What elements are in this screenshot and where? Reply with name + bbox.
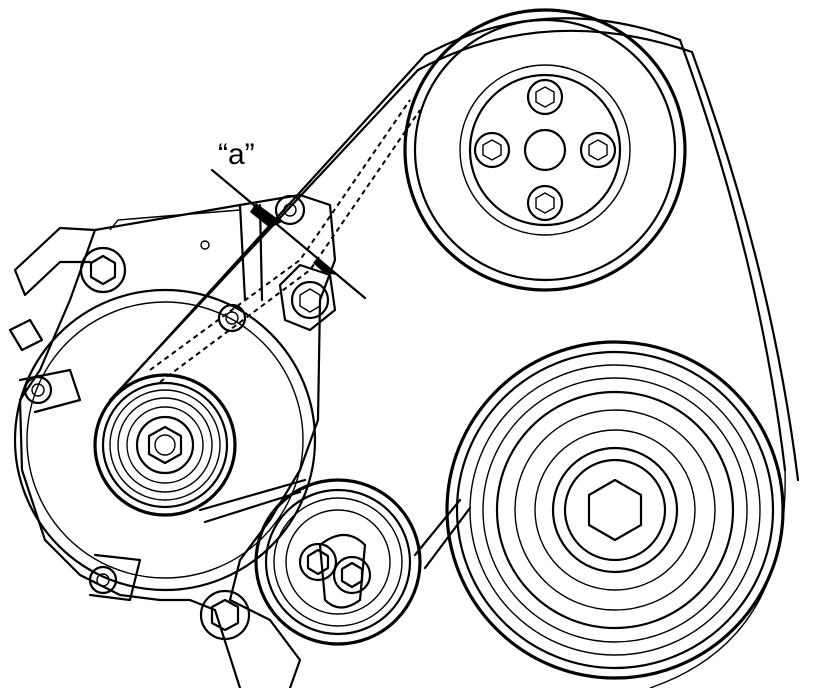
upper-pulley-bolt-left [473, 131, 511, 169]
bracket-bolt-lower [199, 589, 251, 641]
upper-pulley-bolt-bottom [526, 184, 564, 222]
arrow-head-lower [313, 257, 336, 275]
belt-deflected-path [149, 99, 421, 383]
idler-bolt-left [298, 542, 338, 582]
crankshaft-hex-bolt [587, 478, 643, 542]
idler-bolt-right [332, 555, 372, 595]
housing-bolt-top [217, 303, 247, 333]
adjusting-bolt-upper [274, 194, 306, 226]
adjusting-bolt-lower [278, 263, 337, 332]
arrow-head-upper [250, 203, 282, 228]
dimension-a-indicator [210, 168, 367, 300]
rivet-hole [200, 240, 210, 250]
upper-pulley [403, 8, 687, 292]
drive-belt [108, 17, 800, 689]
alternator-body [8, 193, 337, 690]
housing-bolt-bottom [88, 565, 118, 595]
upper-pulley-bolt-right [579, 131, 617, 169]
bracket-bolt-upper-left [79, 246, 127, 294]
idler-pulley [254, 478, 422, 646]
housing-bolt-left [23, 375, 53, 405]
alternator-pulley [93, 373, 237, 517]
dimension-label-a: “a” [218, 138, 255, 171]
alternator-housing [13, 288, 317, 592]
upper-pulley-bolt-top [526, 78, 564, 116]
crankshaft-pulley [445, 340, 785, 680]
